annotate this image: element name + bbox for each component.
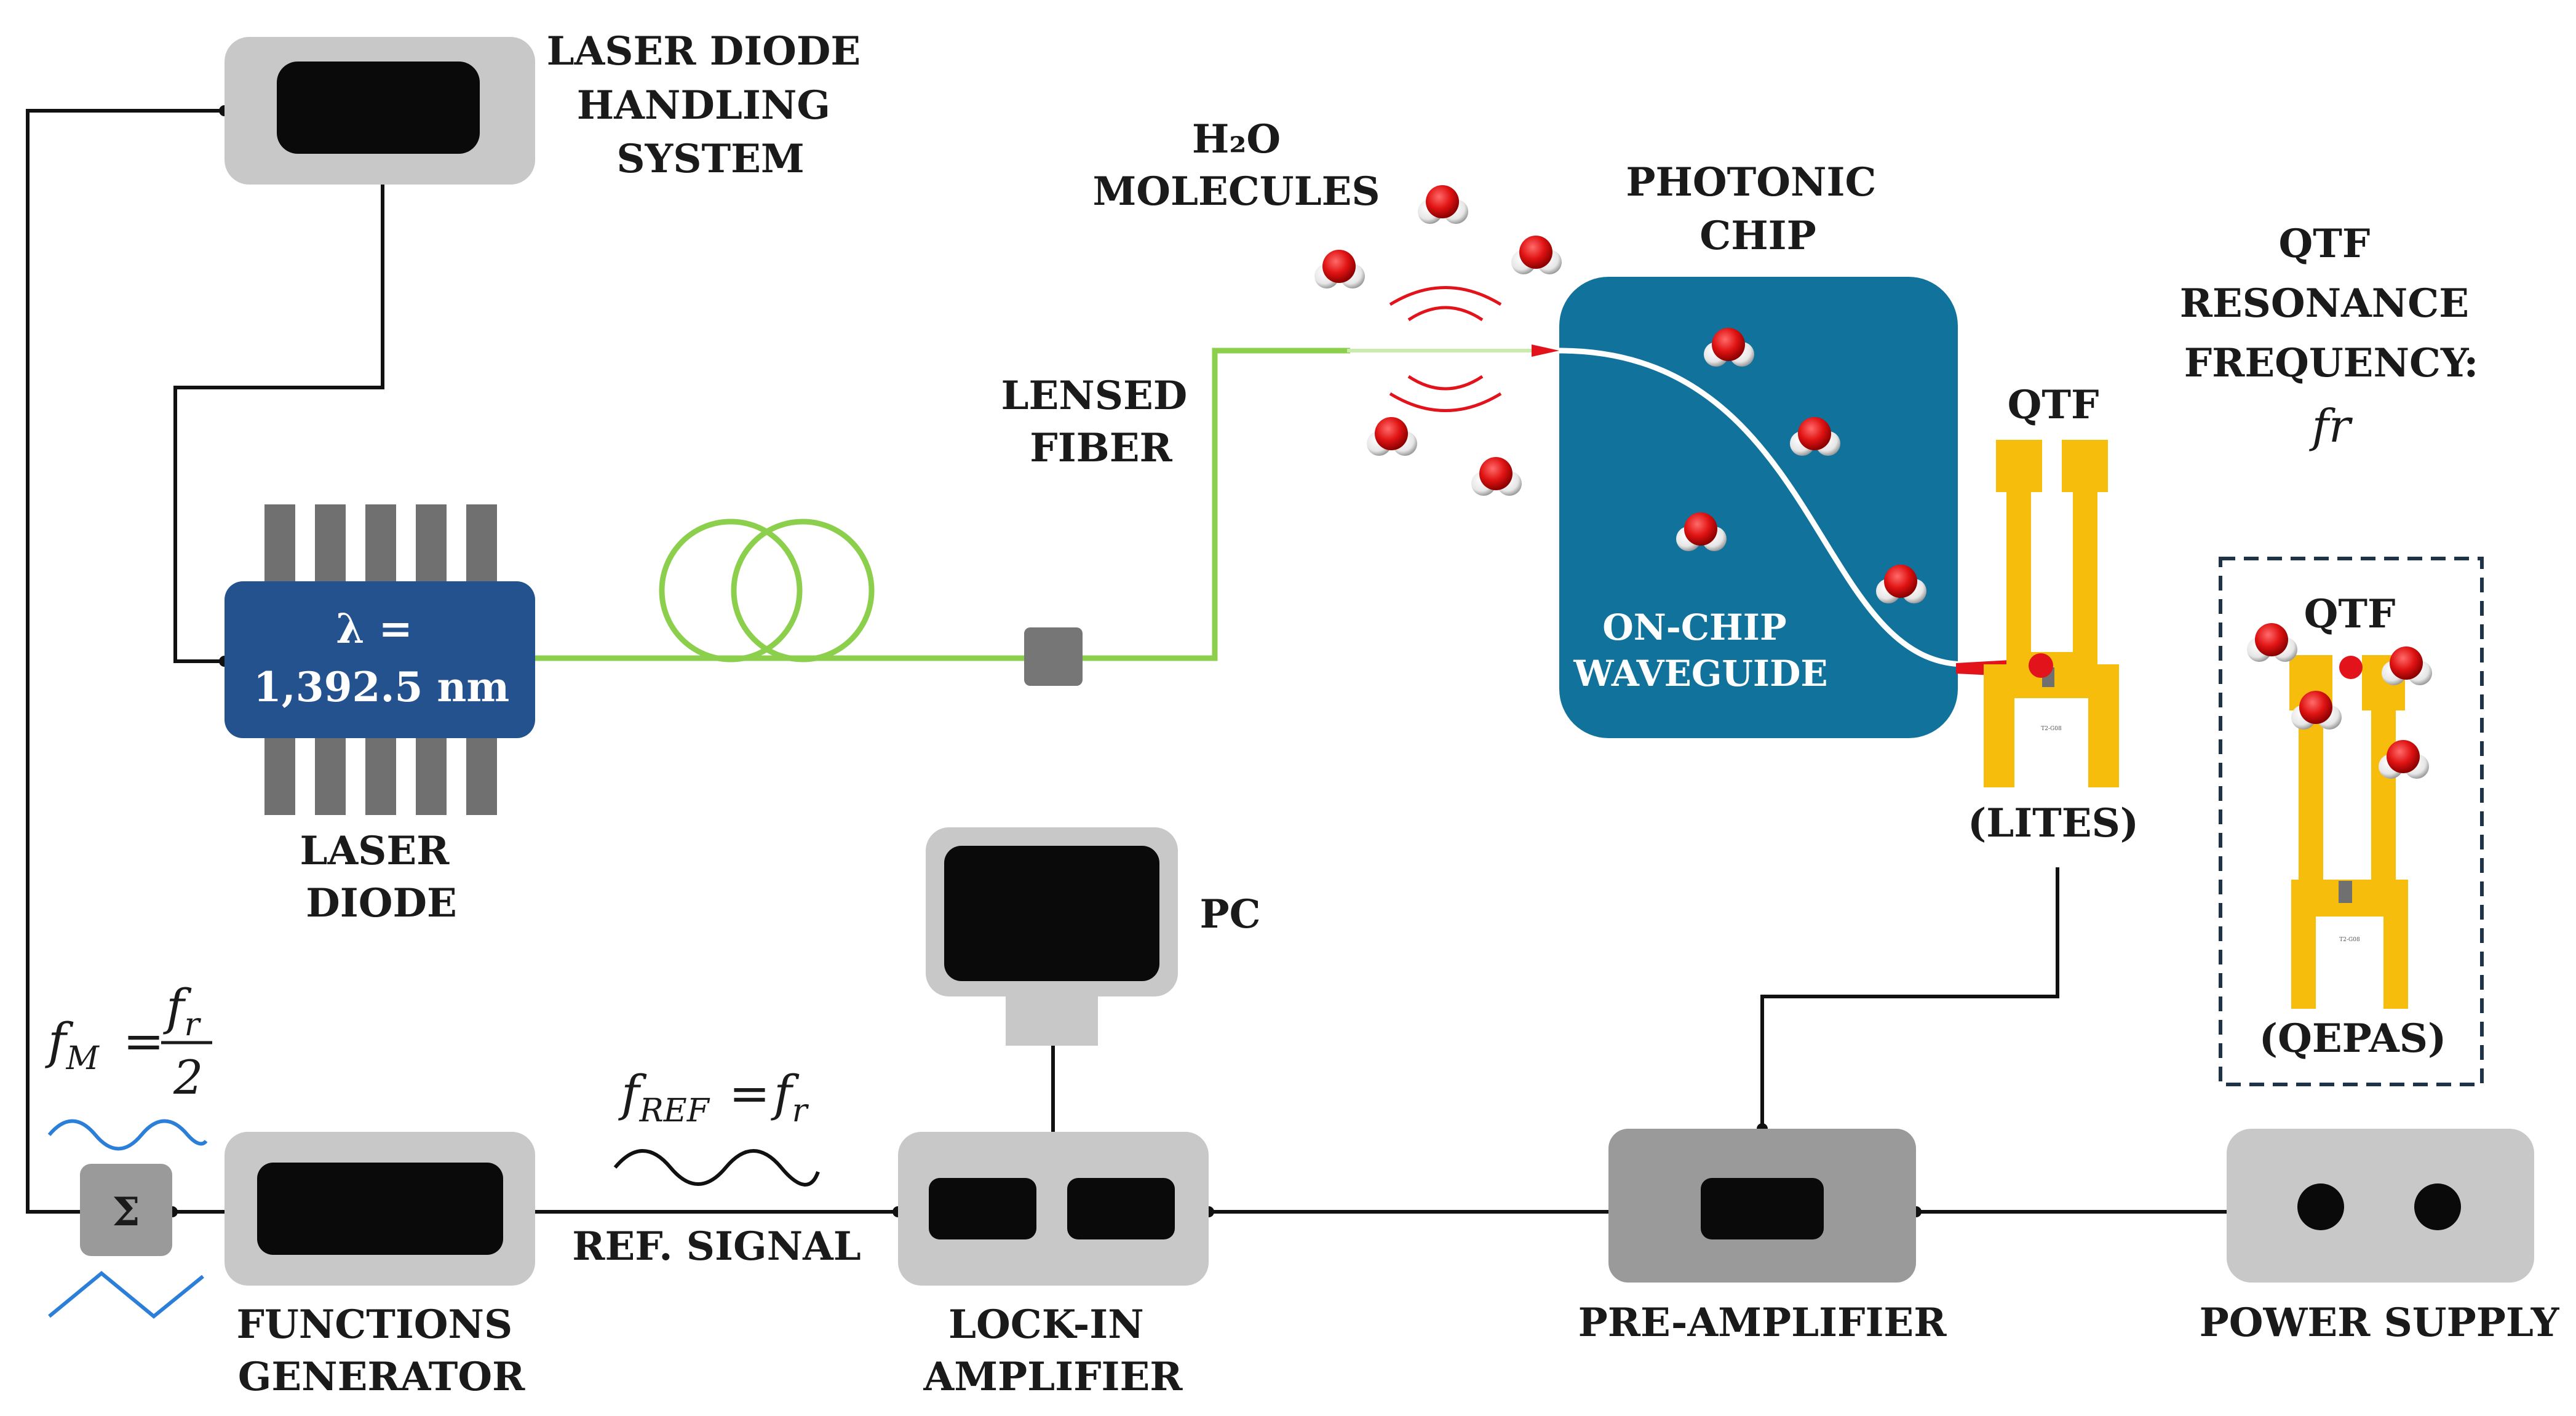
molecule <box>1511 236 1562 274</box>
wires <box>26 109 2227 1214</box>
power-supply <box>2227 1129 2534 1283</box>
molecule <box>2382 646 2432 685</box>
ramp-triangle-wave <box>48 1271 204 1319</box>
pre-amplifier-label: PRE-AMPLIFIER <box>1578 1300 1947 1346</box>
qtf-label: QTF <box>2008 382 2099 428</box>
svg-text:fREF: fREF <box>618 1065 710 1129</box>
svg-text:fM: fM <box>45 1012 100 1077</box>
pc <box>926 827 1178 1046</box>
laser-beam <box>1532 344 1559 357</box>
lites-label: (LITES) <box>1968 800 2139 846</box>
qtf-inset-label: QTF <box>2304 591 2396 637</box>
svg-text:fr: fr <box>771 1065 809 1129</box>
wavelength-label: λ = 1,392.5 nm <box>253 605 509 711</box>
acoustic-waves <box>1389 286 1502 412</box>
reference-sine-wave <box>613 1149 820 1187</box>
qepas-label: (QEPAS) <box>2259 1016 2446 1062</box>
molecule <box>1367 417 1417 456</box>
lockin-label: LOCK-IN AMPLIFIER <box>923 1302 1183 1400</box>
svg-text:=: = <box>123 1012 164 1070</box>
molecules-label: MOLECULES <box>1092 169 1380 215</box>
fr-symbol: fr <box>2309 400 2353 453</box>
ref-signal-label: REF. SIGNAL <box>572 1223 861 1270</box>
molecule <box>1418 185 1468 224</box>
pc-label: PC <box>1199 891 1260 937</box>
qepas-inset-frame <box>2219 557 2484 1086</box>
functions-generator <box>225 1132 535 1286</box>
laser-handling-system <box>225 37 535 185</box>
summing-node <box>80 1164 172 1256</box>
qtf-resonance-label: QTF RESONANCE FREQUENCY: <box>2180 221 2483 386</box>
molecule <box>1471 457 1522 496</box>
qepas-code-label: T2-G08 <box>2339 937 2360 943</box>
pre-amplifier <box>1608 1129 1916 1283</box>
h2o-label: H₂O <box>1192 116 1281 162</box>
functions-generator-label: FUNCTIONS GENERATOR <box>237 1302 527 1400</box>
fref-equation: fREF = fr <box>618 1065 809 1129</box>
sum-symbol: Σ <box>112 1189 140 1235</box>
qtf-lites <box>1984 440 2119 787</box>
molecule <box>2247 623 2297 662</box>
qepas-laser-spot <box>2339 656 2363 679</box>
laser-handling-label: LASER DIODE HANDLING SYSTEM <box>547 28 875 182</box>
svg-text:=: = <box>729 1065 770 1122</box>
modulation-sine-wave <box>47 1119 208 1151</box>
photonic-chip <box>1559 277 1966 738</box>
photonic-chip-label: PHOTONIC CHIP <box>1626 159 1890 259</box>
svg-text:2: 2 <box>173 1050 203 1105</box>
lockin-amplifier <box>898 1132 1209 1286</box>
qtf-code-label: T2-G08 <box>2041 726 2062 732</box>
laser-diode-label: LASER DIODE <box>300 828 463 926</box>
power-supply-label: POWER SUPPLY <box>2200 1300 2560 1346</box>
svg-text:fr: fr <box>163 979 202 1043</box>
fm-equation: fM = fr 2 <box>45 979 212 1105</box>
waveguide-label: ON-CHIP WAVEGUIDE <box>1573 607 1827 694</box>
fiber-connector <box>1024 627 1083 686</box>
fiber <box>535 348 1350 662</box>
lensed-fiber-label: LENSED FIBER <box>1001 373 1201 471</box>
laser-diode <box>225 504 535 815</box>
laser-spot <box>2029 653 2053 678</box>
molecule <box>1314 250 1365 288</box>
